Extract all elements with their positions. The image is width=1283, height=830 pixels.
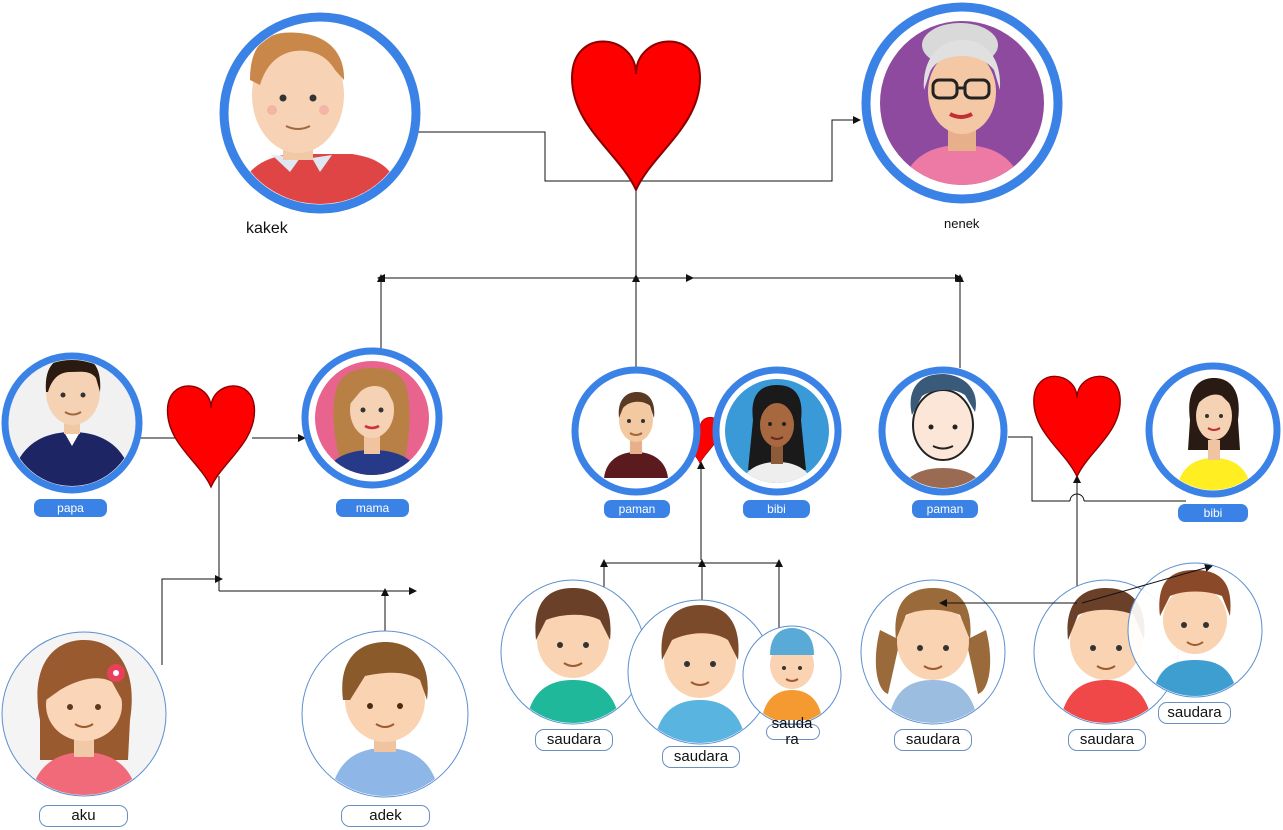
saudara-label: saudara <box>1068 729 1146 751</box>
saudara-avatar-icon <box>860 579 1006 725</box>
line-heart-nenek <box>636 116 861 182</box>
bibi-label: bibi <box>1178 504 1248 522</box>
nenek-label: nenek <box>944 216 980 231</box>
line-to-aku <box>161 578 219 665</box>
connector-lines <box>136 116 1213 665</box>
heart-icon <box>571 40 701 191</box>
saudara-avatar-icon <box>627 599 773 745</box>
aku-label: aku <box>39 805 128 827</box>
saudara-avatar-icon <box>1127 562 1263 698</box>
line-paman2-right <box>1008 436 1070 502</box>
saudara-avatar-icon <box>500 579 646 725</box>
line-kakek-heart <box>418 131 636 182</box>
grandmother-avatar-icon <box>861 2 1063 204</box>
paman-avatar-icon <box>571 366 701 496</box>
saudara-label-box <box>766 724 820 740</box>
connector-lines-top <box>939 564 1213 607</box>
paman-label: paman <box>604 500 670 518</box>
line-children-branch <box>603 562 779 598</box>
bibi-avatar-icon <box>712 366 842 496</box>
heart-icon <box>166 385 256 488</box>
bibi-avatar-icon <box>1145 362 1281 498</box>
saudara-label: saudara <box>535 729 613 751</box>
bibi-label: bibi <box>743 500 810 518</box>
adek-label: adek <box>341 805 430 827</box>
saudara-label: saudara <box>894 729 972 751</box>
papa-avatar-icon <box>1 352 143 494</box>
saudara-label: saudara <box>662 746 740 768</box>
grandfather-avatar-icon <box>219 12 421 214</box>
aku-avatar-icon <box>1 631 167 797</box>
saudara-label: sauda ra <box>771 715 813 748</box>
papa-label: papa <box>34 499 107 517</box>
saudara-avatar-icon <box>742 625 842 725</box>
adek-avatar-icon <box>301 630 469 798</box>
mama-label: mama <box>336 499 409 517</box>
paman-label: paman <box>912 500 978 518</box>
saudara-label: saudara <box>1158 702 1231 724</box>
mama-avatar-icon <box>301 347 443 489</box>
kakek-label: kakek <box>246 220 288 237</box>
paman-avatar-icon <box>878 366 1008 496</box>
heart-icon <box>1033 375 1121 478</box>
